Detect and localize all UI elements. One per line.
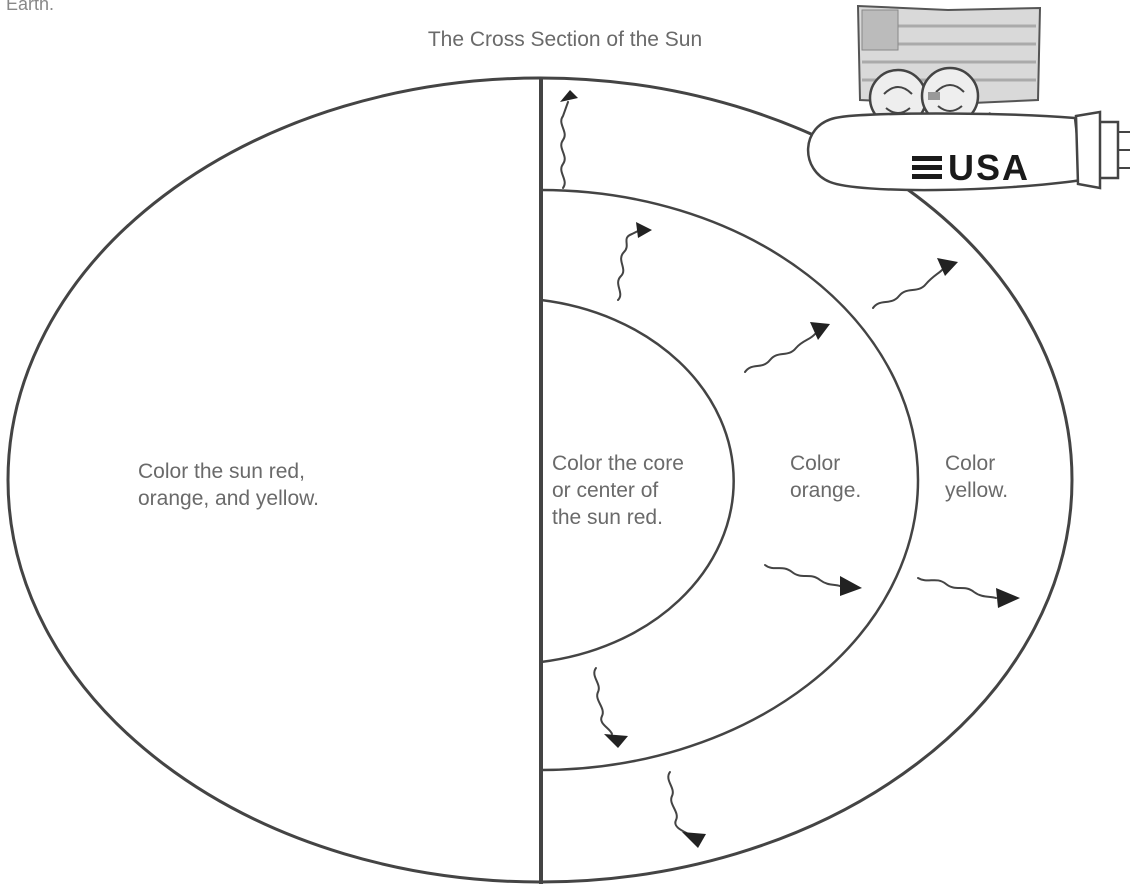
outer-layer-label: Color yellow. [945, 452, 1008, 502]
wavy-arrow-icon [873, 258, 958, 308]
wavy-arrow-icon [560, 90, 578, 188]
wavy-arrow-icon [745, 322, 830, 372]
diagram-title: The Cross Section of the Sun [428, 28, 702, 51]
shuttle-usa-text: USA [948, 147, 1030, 188]
wavy-arrow-icon [618, 222, 652, 300]
core-label: Color the core or center of the sun red. [552, 452, 690, 529]
space-shuttle-icon: USA [808, 6, 1130, 190]
middle-layer-label: Color orange. [790, 452, 861, 502]
wavy-arrow-icon [668, 772, 706, 848]
wavy-arrow-icon [594, 668, 628, 748]
wavy-arrow-icon [918, 578, 1020, 608]
whole-sun-label: Color the sun red, orange, and yellow. [138, 460, 319, 510]
cropped-top-text: Earth. [6, 0, 54, 14]
wavy-arrow-icon [765, 565, 862, 596]
